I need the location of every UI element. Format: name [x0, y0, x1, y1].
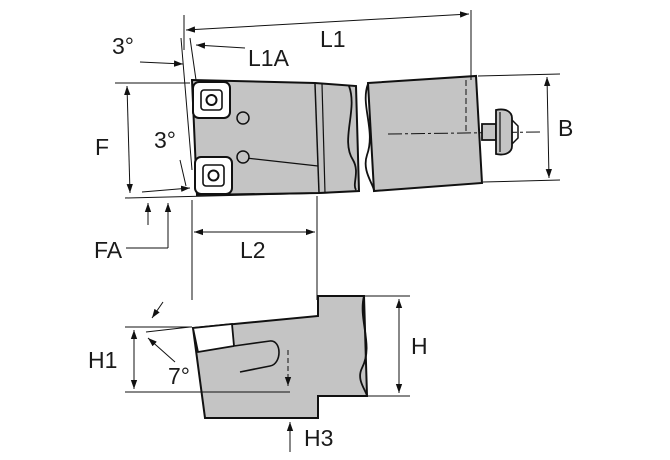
clamp-bolt — [481, 108, 519, 156]
label-f: F — [95, 134, 109, 160]
label-b: B — [558, 115, 573, 141]
label-angle-bottom: 7° — [168, 363, 190, 389]
label-h: H — [411, 333, 428, 359]
screw-hole-top — [236, 111, 250, 125]
side-view — [125, 295, 410, 452]
label-angle-top: 3° — [112, 33, 134, 59]
top-view — [115, 10, 561, 300]
label-h1: H1 — [88, 347, 117, 373]
label-l1: L1 — [320, 26, 346, 52]
side-body — [191, 295, 369, 419]
screw-hole-bottom — [236, 150, 250, 164]
break-line-right — [364, 83, 375, 191]
side-break-line — [359, 295, 368, 397]
label-l1a: L1A — [248, 45, 290, 71]
insert-bottom — [194, 156, 233, 195]
side-insert — [191, 323, 235, 354]
label-fa: FA — [94, 237, 123, 263]
label-h3: H3 — [304, 425, 333, 451]
label-l2: L2 — [240, 237, 266, 263]
side-slot — [233, 340, 280, 373]
break-line-left — [347, 85, 357, 191]
label-angle-side: 3° — [154, 127, 176, 153]
insert-top — [192, 81, 231, 119]
holder-shank-right — [366, 74, 484, 193]
